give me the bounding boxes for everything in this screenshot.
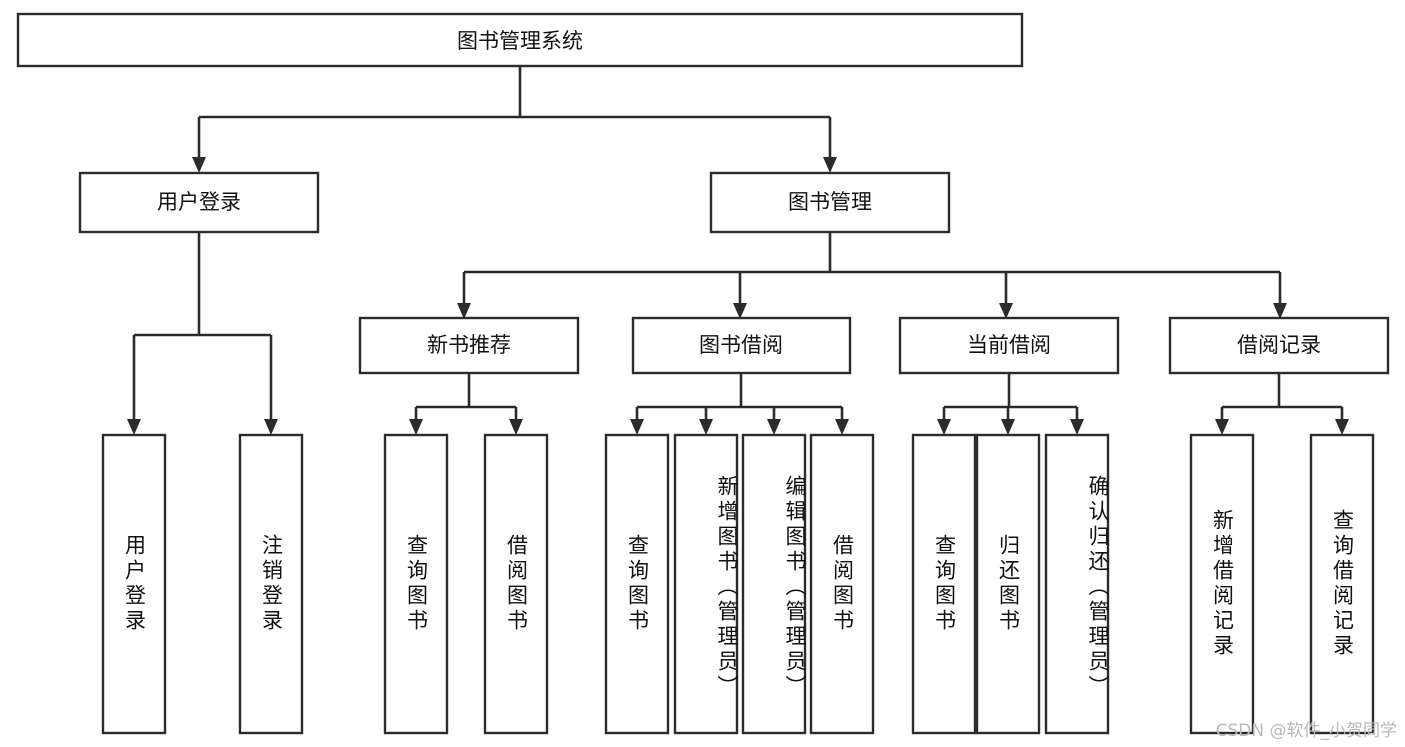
leaf-box-borrow-book-bb[interactable] — [809, 433, 875, 735]
node-borrow-record-label: 借阅记录 — [1237, 333, 1321, 357]
leaf-box-edit-book-admin[interactable] — [741, 433, 807, 735]
connector-bookmgmt-to-level3 — [457, 232, 1287, 319]
leaf-box-logout[interactable] — [238, 433, 304, 735]
node-borrow-record[interactable] — [1168, 316, 1390, 375]
connector-bookborrow-to-leaves — [630, 373, 849, 435]
node-book-management-label: 图书管理 — [788, 190, 872, 214]
leaf-box-user-login[interactable] — [101, 433, 167, 735]
leaf-box-query-book-nbr[interactable] — [383, 433, 449, 735]
node-user-login-label: 用户登录 — [157, 190, 241, 214]
node-book-management[interactable] — [709, 171, 951, 234]
connector-newbook-to-leaves — [409, 373, 523, 435]
connector-root-to-level2 — [192, 66, 837, 173]
node-new-book-recommend[interactable] — [358, 316, 580, 375]
connector-borrowrecord-to-leaves — [1215, 373, 1349, 435]
leaf-box-add-borrow-record[interactable] — [1189, 433, 1255, 735]
leaf-box-confirm-return-admin[interactable] — [1044, 433, 1110, 735]
node-book-borrow-label: 图书借阅 — [699, 333, 783, 357]
connector-userlogin-to-leaves — [127, 232, 278, 435]
leaf-box-return-book[interactable] — [975, 433, 1041, 735]
leaf-box-add-book-admin[interactable] — [673, 433, 739, 735]
connector-currentborrow-to-leaves — [937, 373, 1084, 435]
node-new-book-recommend-label: 新书推荐 — [427, 333, 511, 357]
node-current-borrow-label: 当前借阅 — [967, 333, 1051, 357]
leaf-box-borrow-book-nbr[interactable] — [483, 433, 549, 735]
leaf-box-query-borrow-record[interactable] — [1309, 433, 1375, 735]
node-book-borrow[interactable] — [631, 316, 852, 375]
leaf-box-query-book-cb[interactable] — [911, 433, 977, 735]
node-root-book-management-system[interactable] — [16, 12, 1024, 68]
node-user-login[interactable] — [78, 171, 320, 234]
leaf-box-query-book-bb[interactable] — [604, 433, 670, 735]
node-current-borrow[interactable] — [898, 316, 1120, 375]
node-root-label: 图书管理系统 — [457, 29, 583, 53]
